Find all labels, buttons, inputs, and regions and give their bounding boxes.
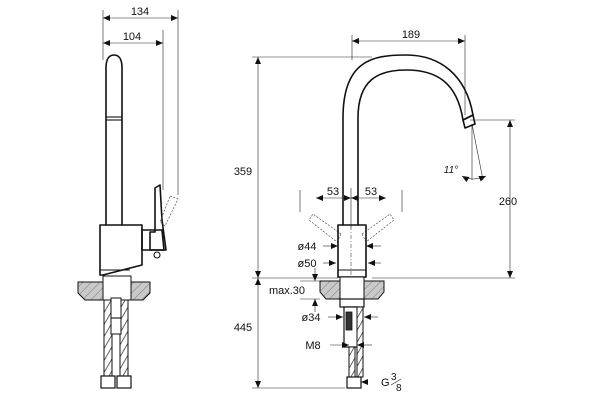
dim-connection-den-label: 8 [396, 383, 402, 394]
side-spout [105, 54, 123, 226]
front-view: 189 359 260 11° [234, 29, 517, 394]
dim-below-height-label: 445 [234, 322, 252, 334]
dimension-max-thickness: max.30 [269, 268, 320, 312]
dim-total-height-label: 359 [234, 166, 252, 178]
dim-spout-height-label: 260 [499, 196, 517, 208]
front-shank [339, 298, 365, 389]
dim-thread-label: M8 [305, 340, 320, 352]
dim-connection-num-label: 3 [391, 372, 397, 383]
dim-angle-label: 11° [444, 165, 458, 176]
dimension-total-height: 359 [234, 56, 372, 279]
side-lever [141, 184, 179, 259]
dim-spout-width-label: 104 [123, 31, 141, 43]
front-body [337, 224, 367, 278]
dimension-angle: 11° [444, 123, 487, 183]
dimension-below-height: 445 [234, 278, 345, 389]
dim-overall-width-label: 134 [131, 6, 149, 18]
front-spout [342, 54, 476, 226]
dim-max-thickness-label: max.30 [269, 285, 305, 297]
dim-shank-dia-label: ø34 [302, 312, 321, 324]
dim-connection-g-label: G [381, 377, 390, 389]
dim-handle-right-label: 53 [365, 186, 377, 198]
dimension-shank-dia: ø34 [302, 312, 378, 324]
dimension-overall-width: 134 [102, 6, 179, 195]
dim-base-dia-label: ø50 [298, 258, 317, 270]
side-view: 134 104 [77, 6, 179, 389]
dim-handle-left-label: 53 [327, 186, 339, 198]
side-countertop [77, 275, 151, 301]
dim-body-dia-label: ø44 [298, 241, 317, 253]
side-hoses [100, 297, 132, 389]
dim-spout-reach-label: 189 [402, 29, 420, 41]
dimension-handle-spread: 53 53 [299, 186, 403, 228]
dimension-spout-height: 260 [372, 119, 517, 279]
side-body [99, 224, 143, 276]
dimension-spout-reach: 189 [351, 29, 466, 115]
front-countertop [319, 276, 385, 300]
dimension-connection: G 3 8 [361, 372, 402, 394]
dimension-thread: M8 [305, 340, 372, 352]
dimension-spout-width: 104 [103, 30, 164, 190]
dimension-body-diameters: ø44 ø50 [298, 241, 381, 270]
